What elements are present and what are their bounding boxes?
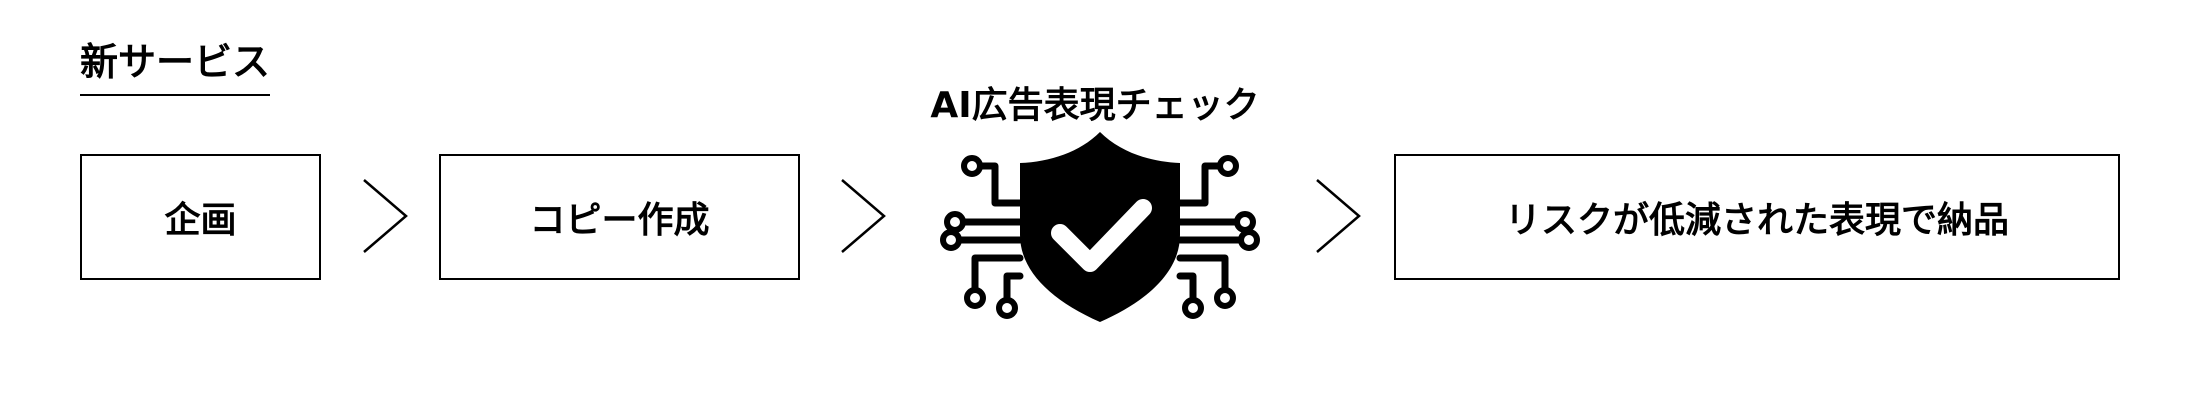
ai-shield-check-icon (940, 132, 1260, 322)
section-title: 新サービス (80, 40, 271, 96)
step-planning-label: 企画 (164, 200, 237, 241)
step-copywriting-box: コピー作成 (439, 154, 800, 280)
chevron-right-icon (1316, 179, 1361, 253)
chevron-right-icon (363, 179, 408, 253)
step-planning-box: 企画 (80, 154, 321, 280)
chevron-right-icon (841, 179, 886, 253)
result-delivery-box: リスクが低減された表現で納品 (1394, 154, 2120, 280)
step-copywriting-label: コピー作成 (529, 200, 710, 241)
result-delivery-label: リスクが低減された表現で納品 (1504, 200, 2009, 241)
ai-check-label: AI広告表現チェック (930, 85, 1260, 126)
